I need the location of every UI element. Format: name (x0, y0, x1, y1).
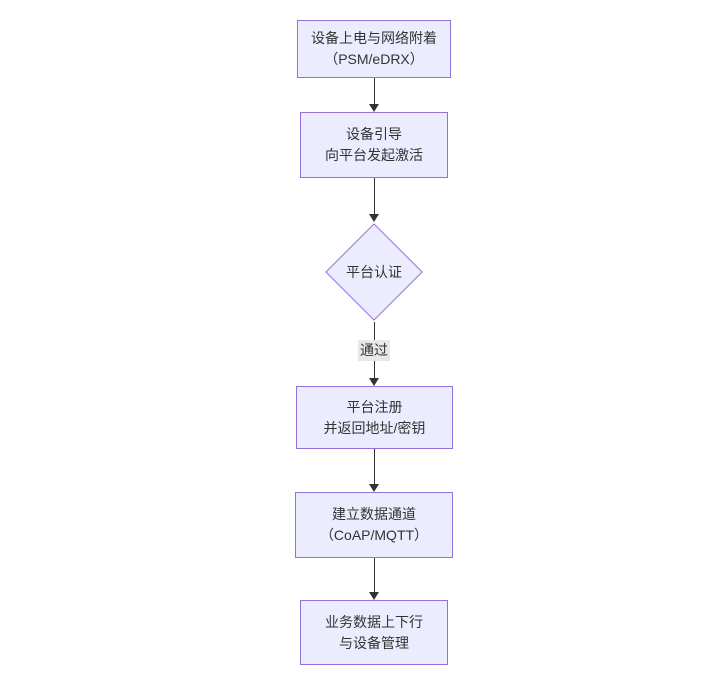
edge-line (373, 558, 375, 593)
node-label-line: （CoAP/MQTT） (319, 527, 429, 543)
node-business-data-device-management: 业务数据上下行 与设备管理 (300, 600, 448, 665)
node-label-line: 并返回地址/密钥 (323, 419, 426, 436)
edge-d-e (369, 449, 379, 492)
node-label-line: 设备引导 (346, 126, 402, 142)
node-label-line: 建立数据通道 (332, 506, 416, 522)
node-label-line: 平台注册 (346, 398, 403, 415)
arrowhead-down-icon (369, 378, 379, 386)
edge-a-b (369, 78, 379, 112)
arrowhead-down-icon (369, 214, 379, 222)
node-platform-register-return-keys: 平台注册 并返回地址/密钥 (296, 386, 453, 449)
node-label-line: 设备上电与网络附着 (311, 30, 437, 46)
node-device-power-network-attach: 设备上电与网络附着 （PSM/eDRX） (297, 20, 451, 78)
edge-line (373, 78, 375, 105)
arrowhead-down-icon (369, 592, 379, 600)
edge-b-c (369, 178, 379, 222)
node-label-line: 业务数据上下行 (325, 613, 423, 630)
node-establish-data-channel: 建立数据通道 （CoAP/MQTT） (295, 492, 453, 558)
edge-e-f (369, 558, 379, 600)
node-label-line: 与设备管理 (339, 634, 409, 651)
node-device-bootstrap-activate: 设备引导 向平台发起激活 (300, 112, 448, 178)
node-label-line: （PSM/eDRX） (324, 51, 424, 67)
edge-label-pass: 通过 (358, 340, 390, 361)
node-platform-auth-decision: 平台认证 (324, 222, 424, 322)
edge-line (373, 449, 375, 485)
node-label-line: 平台认证 (346, 264, 402, 280)
arrowhead-down-icon (369, 484, 379, 492)
arrowhead-down-icon (369, 104, 379, 112)
node-label-line: 向平台发起激活 (325, 147, 423, 163)
edge-line (373, 178, 375, 215)
